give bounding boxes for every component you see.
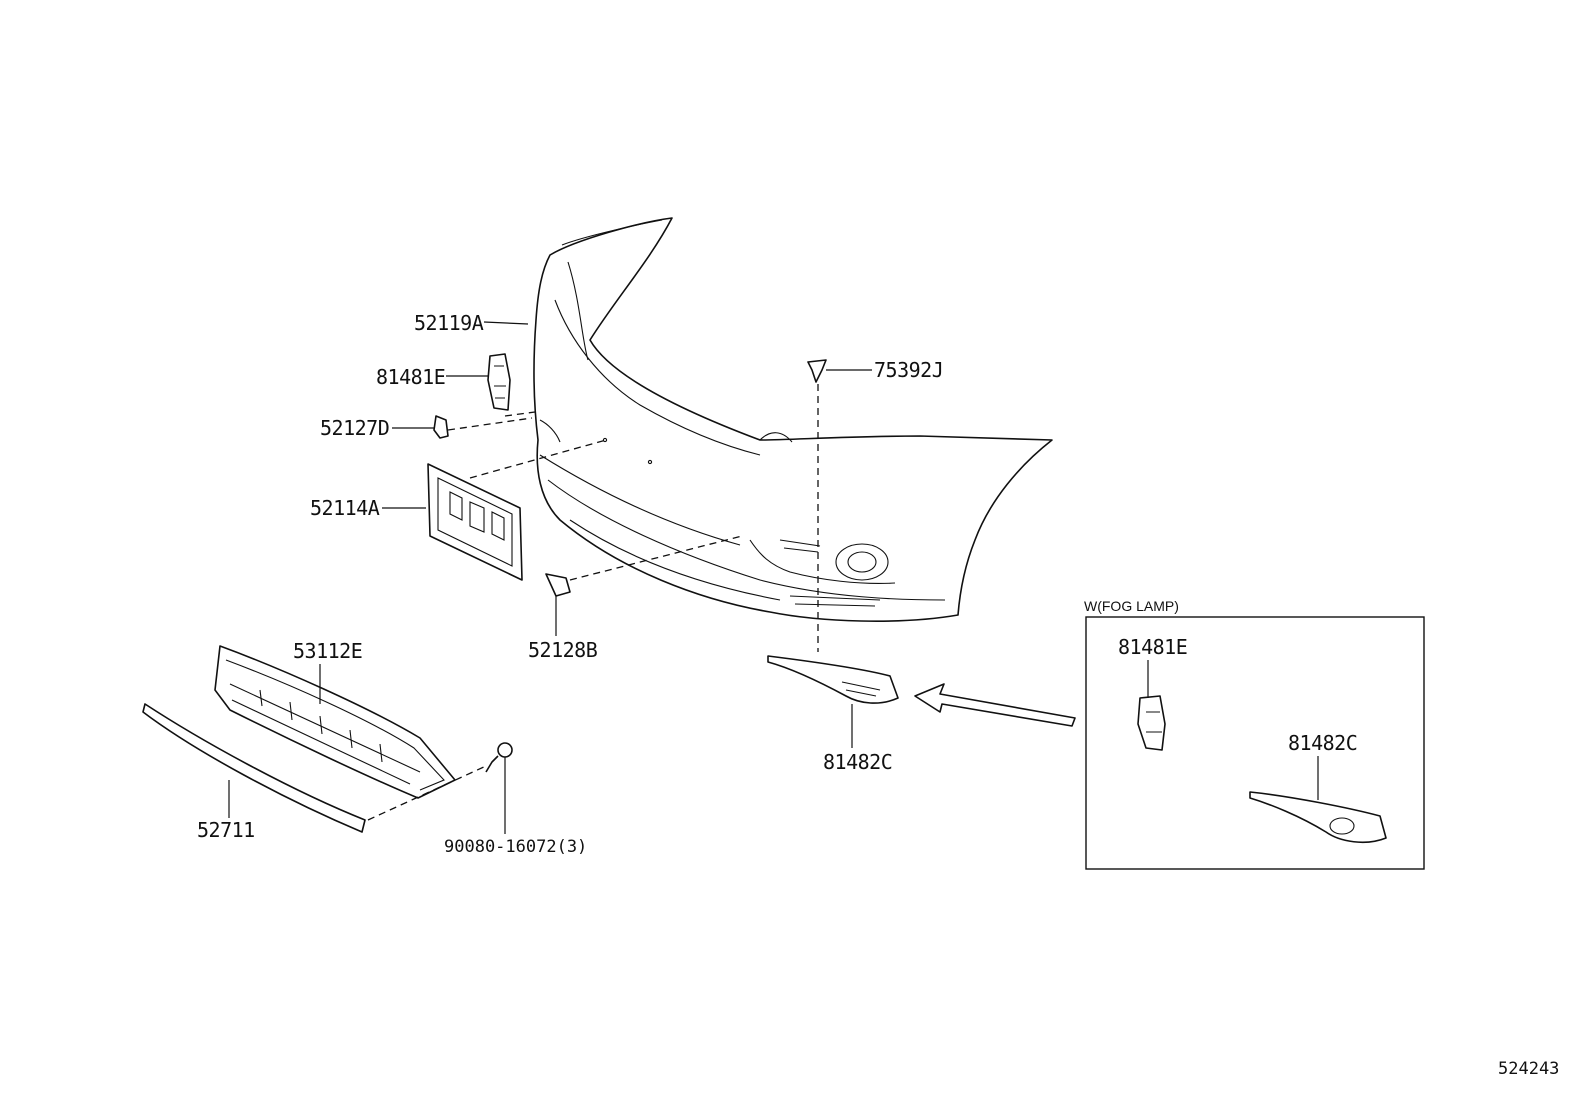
label-53112e: 53112E [293,639,362,663]
label-52711: 52711 [197,818,255,842]
bracket-81481e-drawing [487,353,511,411]
label-81481e: 81481E [376,365,445,389]
molding-52711-drawing [142,703,366,833]
callout-arrow [914,683,1076,727]
figure-id: 524243 [1498,1059,1559,1079]
label-81482c: 81482C [823,750,892,774]
screw-90080-drawing [485,742,513,773]
clip-52128b-drawing [545,573,571,597]
label-75392j: 75392J [874,358,943,382]
fog-cover-81482c-drawing [767,655,899,704]
box-label-81482c: 81482C [1288,731,1357,755]
label-52114a: 52114A [310,496,380,520]
label-52127d: 52127D [320,416,389,440]
box-label-81481e: 81481E [1118,635,1187,659]
fog-lamp-box-title: W(FOG LAMP) [1084,598,1179,614]
plate-bracket-52114a-drawing [427,463,523,581]
bumper-cover-drawing [533,217,1053,622]
label-52128b: 52128B [528,638,598,662]
grille-53112e-drawing [214,645,456,799]
fog-lamp-box [1085,616,1425,870]
label-90080-16072: 90080-16072(3) [444,837,587,857]
clip-52127d-drawing [433,415,449,439]
assembly-dashed-lines [367,384,819,821]
label-52119a: 52119A [414,311,484,335]
leader-lines [228,321,1319,834]
clip-75392j-drawing [807,359,827,383]
